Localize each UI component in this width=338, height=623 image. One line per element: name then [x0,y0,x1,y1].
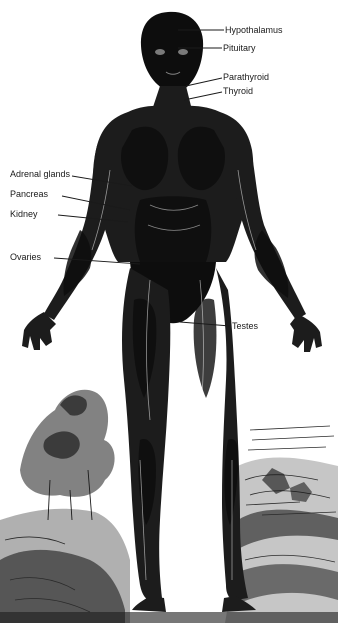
label-hypothalamus: Hypothalamus [225,25,283,35]
head [141,12,203,91]
label-adrenal-glands: Adrenal glands [10,169,71,179]
label-parathyroid: Parathyroid [223,72,269,82]
label-kidney: Kidney [10,209,38,219]
label-pancreas: Pancreas [10,189,49,199]
label-pituitary: Pituitary [223,43,256,53]
label-ovaries: Ovaries [10,252,42,262]
landscape-background [0,390,338,623]
label-thyroid: Thyroid [223,86,253,96]
label-testes: Testes [232,321,259,331]
right-hand [290,314,322,352]
